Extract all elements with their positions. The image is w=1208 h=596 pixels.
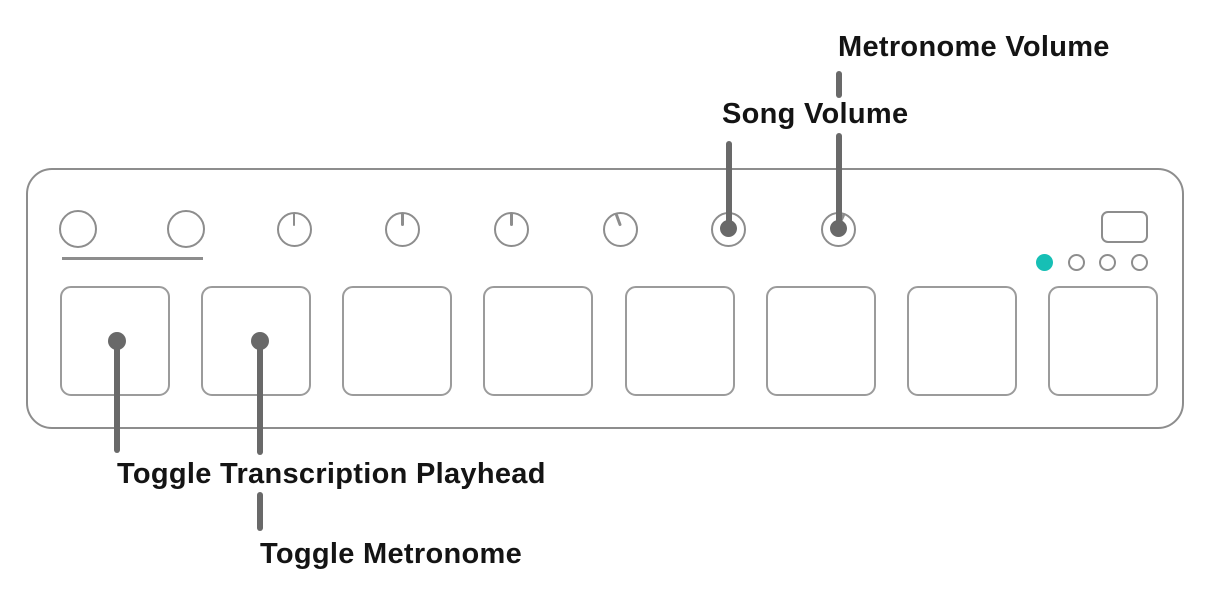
callout-line-metronome-volume-lower: [835, 133, 842, 229]
led-2: [1067, 254, 1085, 271]
callout-line-toggle-transcription-playhead: [114, 341, 120, 453]
callout-label-toggle-metronome: Toggle Metronome: [260, 538, 523, 570]
callout-line-metronome-volume-upper: [835, 71, 842, 98]
knob-2: [167, 210, 205, 248]
led-4: [1130, 254, 1148, 271]
pad-4: [483, 286, 593, 396]
knob-group-underline: [62, 257, 203, 260]
callout-line-toggle-metronome-lower: [256, 492, 263, 531]
display-button: [1101, 211, 1148, 243]
knob-5: [494, 211, 529, 247]
knob-indicator: [510, 213, 513, 226]
knob-4: [385, 211, 420, 247]
callout-dot-metronome-volume: [830, 219, 847, 237]
callout-label-song-volume: Song Volume: [722, 98, 909, 130]
knob-1: [59, 210, 97, 248]
knob-indicator: [292, 213, 296, 226]
led-3: [1099, 254, 1116, 271]
pad-7: [907, 286, 1017, 396]
led-1-active: [1036, 254, 1053, 271]
callout-line-toggle-metronome-upper: [256, 341, 263, 455]
knob-indicator: [614, 213, 622, 227]
callout-label-toggle-transcription-playhead: Toggle Transcription Playhead: [117, 458, 546, 490]
pad-6: [766, 286, 876, 396]
pad-3: [342, 286, 452, 396]
pad-8: [1048, 286, 1158, 396]
callout-dot-song-volume: [720, 220, 737, 237]
knob-3: [276, 211, 312, 247]
callout-line-song-volume: [725, 141, 732, 229]
pad-5: [625, 286, 735, 396]
knob-6: [602, 211, 638, 247]
callout-label-metronome-volume: Metronome Volume: [838, 31, 1110, 63]
knob-indicator: [401, 213, 404, 226]
